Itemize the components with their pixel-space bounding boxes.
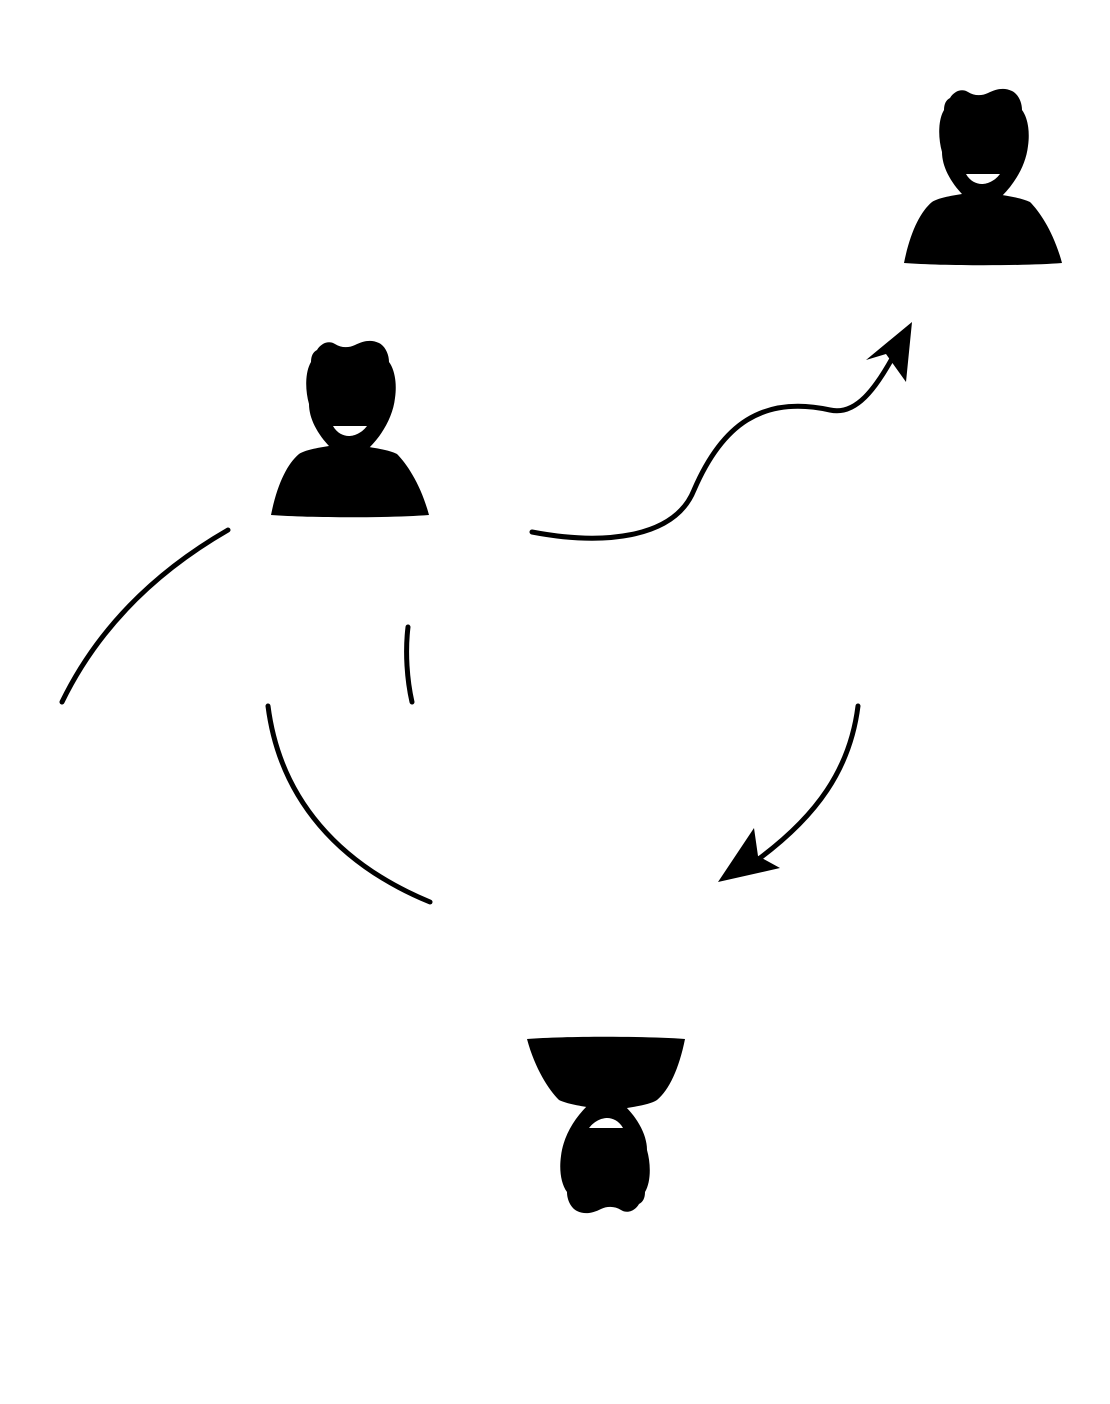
wavy-connector: [529, 352, 897, 541]
person-bottom-icon: [527, 1036, 685, 1214]
arrowhead-icon: [866, 322, 912, 382]
short-vertical-stroke: [404, 624, 415, 705]
person-left-icon: [271, 340, 429, 518]
left-inner-arc: [265, 703, 433, 905]
right-arc-connector: [757, 703, 861, 861]
left-outer-arc: [59, 527, 231, 705]
arrowhead-icon: [718, 828, 780, 882]
person-top-right-icon: [904, 88, 1062, 266]
